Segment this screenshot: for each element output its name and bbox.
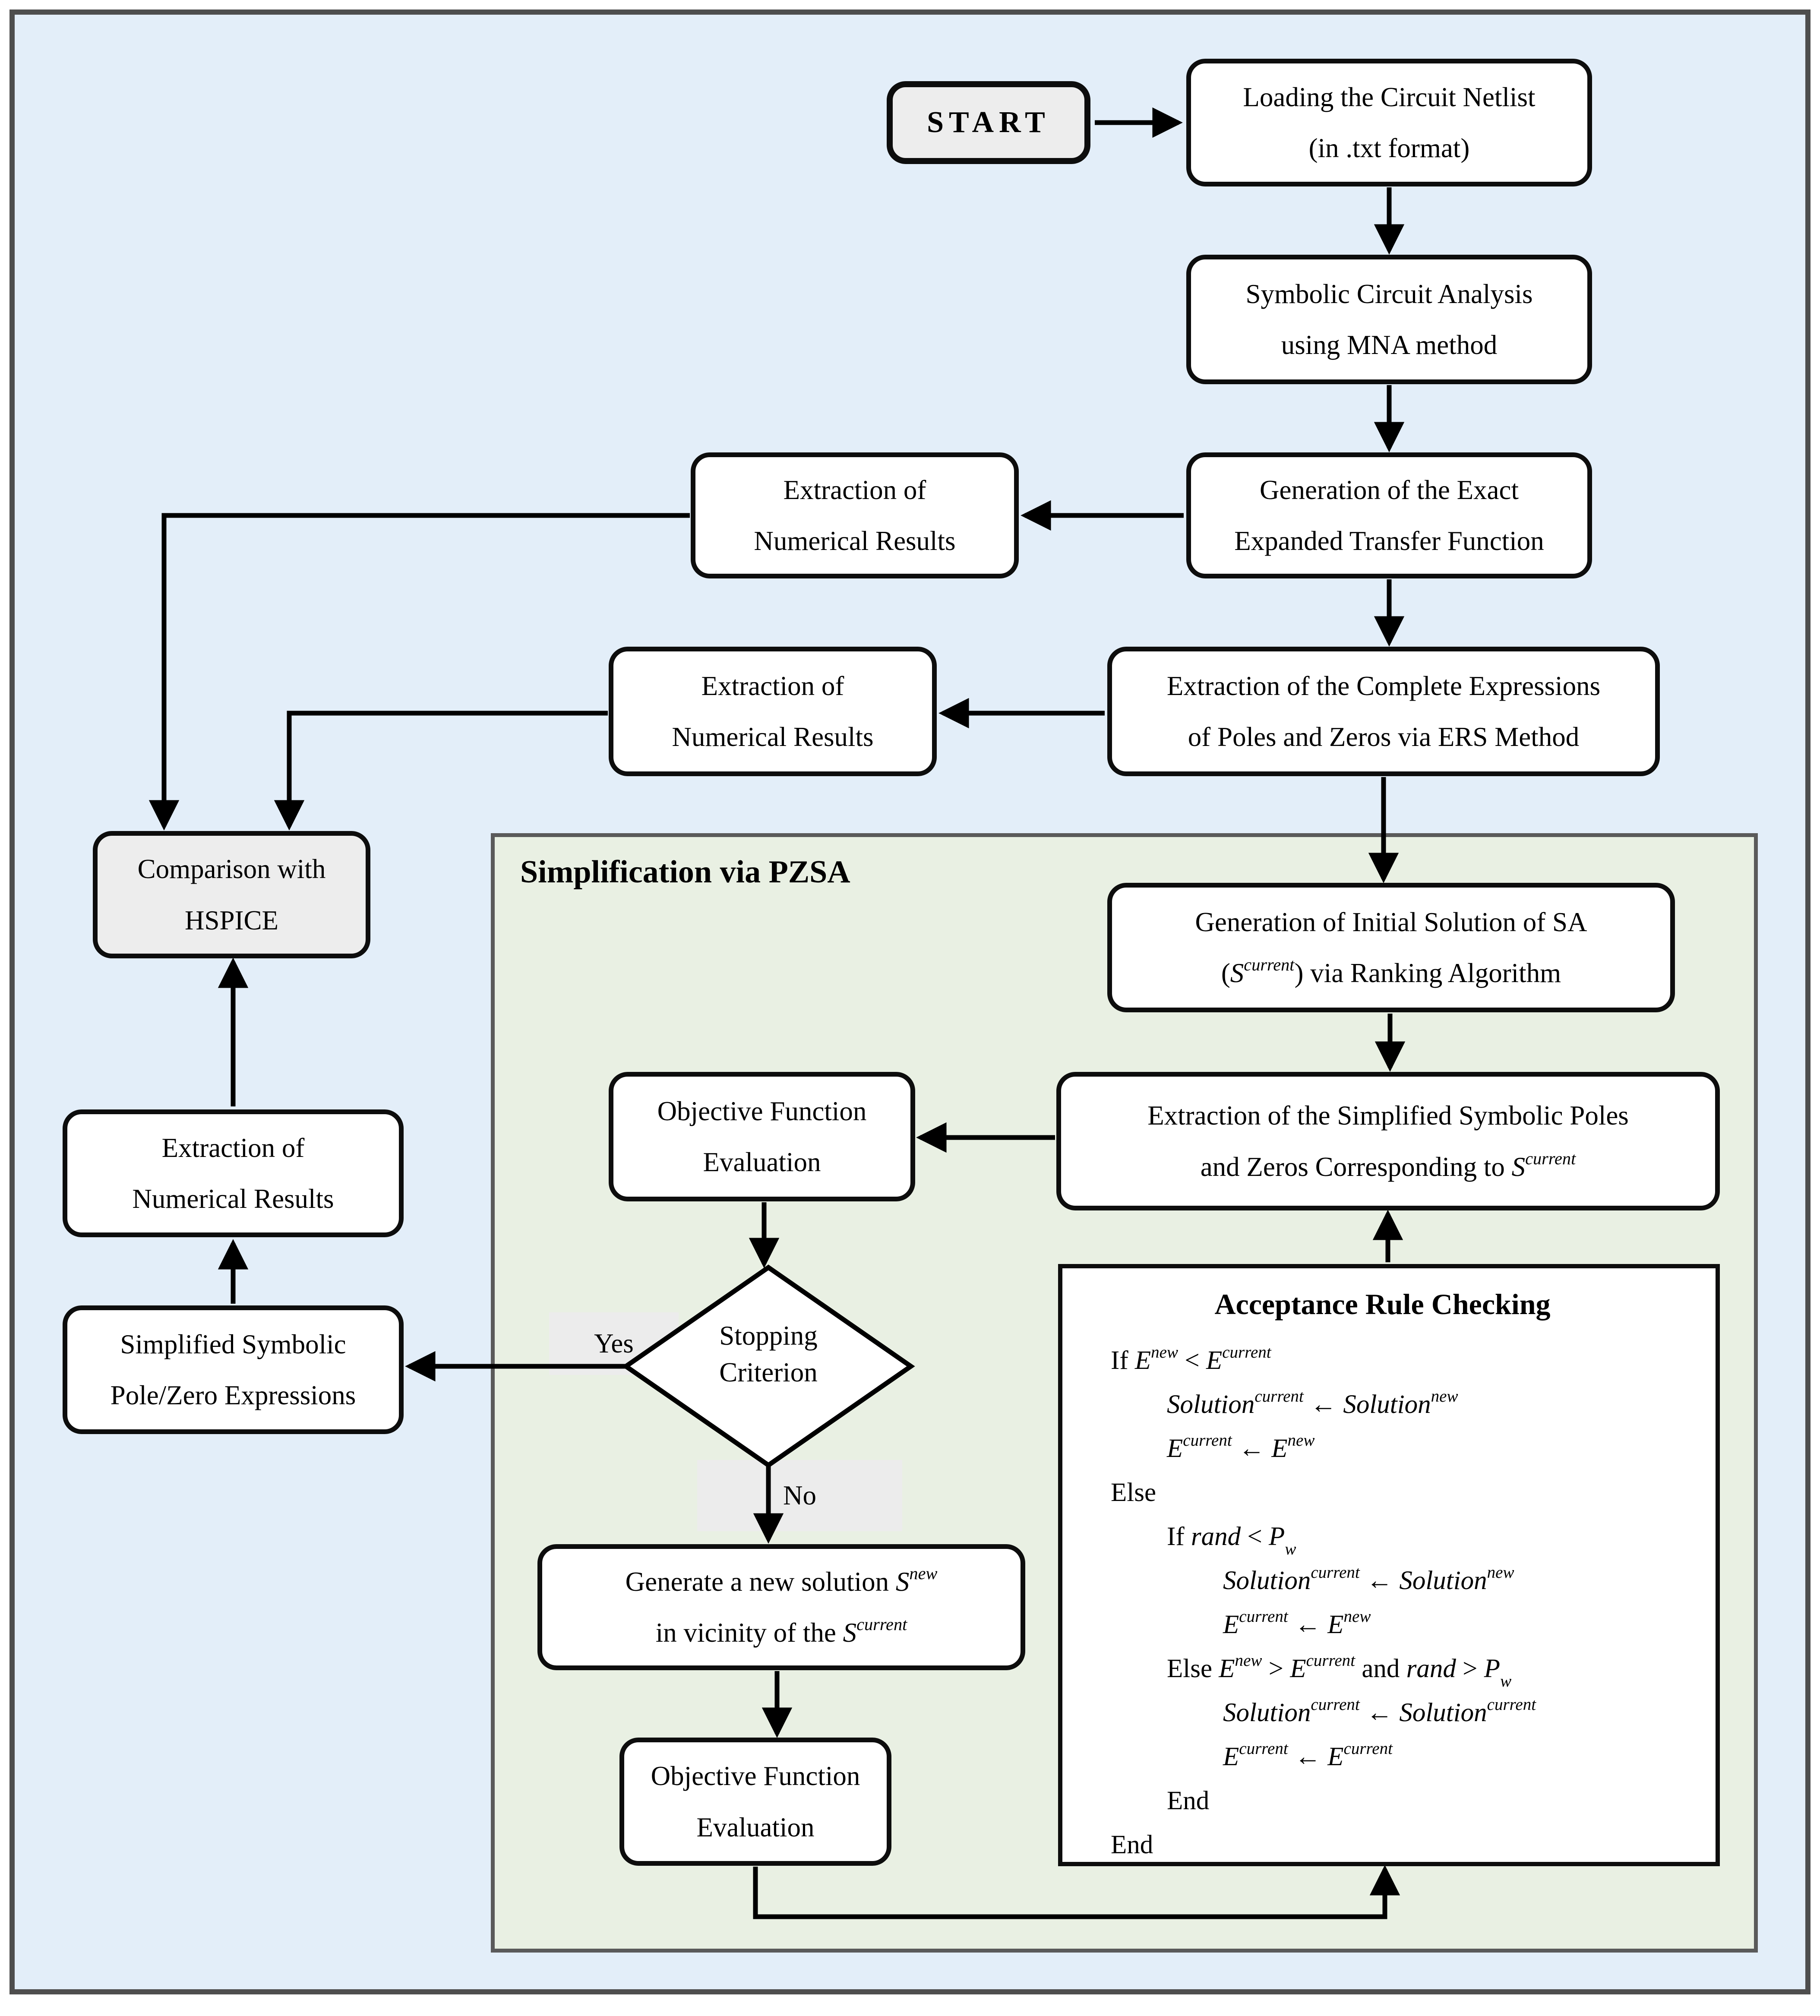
node-extraction-numerical-2: Extraction of Numerical Results xyxy=(609,647,937,776)
node-extract-simplified-poles-zeros: Extraction of the Simplified Symbolic Po… xyxy=(1056,1072,1720,1210)
node-initial-solution-sa: Generation of Initial Solution of SA (Sc… xyxy=(1107,883,1675,1012)
node-line: Numerical Results xyxy=(132,1184,334,1214)
node-acceptance-rule-checking: Acceptance Rule Checking If Enew < Ecurr… xyxy=(1058,1264,1720,1866)
acceptance-code-line: Solutioncurrent ← Solutionnew xyxy=(1167,1387,1458,1419)
yes-label-text: Yes xyxy=(594,1328,634,1359)
acceptance-code-line: End xyxy=(1167,1786,1210,1816)
node-line: Expanded Transfer Function xyxy=(1234,526,1544,556)
acceptance-code-line: End xyxy=(1111,1830,1153,1860)
node-line: Objective Function xyxy=(657,1096,867,1126)
acceptance-code-line: Ecurrent ← Enew xyxy=(1167,1431,1315,1463)
no-label-text: No xyxy=(783,1480,816,1510)
node-line: Extraction of xyxy=(701,670,844,701)
acceptance-code-line: Else xyxy=(1111,1478,1156,1507)
node-line: Numerical Results xyxy=(754,526,956,556)
node-line: using MNA method xyxy=(1281,330,1498,360)
node-line: HSPICE xyxy=(184,905,279,935)
node-extraction-numerical-3: Extraction of Numerical Results xyxy=(63,1109,404,1237)
node-line: Comparison with xyxy=(137,854,326,885)
node-line: Loading the Circuit Netlist xyxy=(1243,82,1536,112)
node-line: Extraction of the Complete Expressions xyxy=(1166,670,1601,701)
acceptance-code-line: If rand < Pw xyxy=(1167,1522,1296,1559)
node-line: Objective Function xyxy=(651,1761,860,1792)
node-line: Generate a new solution Snew xyxy=(625,1564,938,1597)
acceptance-title: Acceptance Rule Checking xyxy=(1214,1288,1551,1321)
node-objective-function-2: Objective Function Evaluation xyxy=(619,1738,891,1866)
node-line: Extraction of the Simplified Symbolic Po… xyxy=(1147,1100,1629,1131)
node-extraction-numerical-1: Extraction of Numerical Results xyxy=(691,452,1019,578)
node-comparison-hspice: Comparison with HSPICE xyxy=(93,831,370,958)
node-line: Extraction of xyxy=(161,1132,305,1163)
stopping-criterion-label: Stopping Criterion xyxy=(673,1318,863,1391)
node-ers-extraction: Extraction of the Complete Expressions o… xyxy=(1107,647,1660,776)
acceptance-code-line: Solutioncurrent ← Solutioncurrent xyxy=(1223,1695,1536,1728)
node-line: Stopping xyxy=(719,1321,818,1351)
node-line: (in .txt format) xyxy=(1308,133,1470,163)
node-line: Extraction of xyxy=(783,474,926,505)
no-branch-label: No xyxy=(697,1460,902,1531)
node-symbolic-analysis: Symbolic Circuit Analysis using MNA meth… xyxy=(1186,255,1592,384)
node-line: of Poles and Zeros via ERS Method xyxy=(1188,722,1580,752)
acceptance-code-line: Else Enew > Ecurrent and rand > Pw xyxy=(1167,1651,1512,1691)
arrow-ofe2-to-acceptance xyxy=(753,1865,1400,1919)
pzsa-region-title: Simplification via PZSA xyxy=(520,854,850,890)
node-line: Pole/Zero Expressions xyxy=(110,1380,356,1410)
node-loading-netlist: Loading the Circuit Netlist (in .txt for… xyxy=(1186,59,1592,186)
acceptance-code-line: Ecurrent ← Enew xyxy=(1223,1607,1371,1640)
node-simplified-expressions: Simplified Symbolic Pole/Zero Expression… xyxy=(63,1305,404,1434)
acceptance-code-line: If Enew < Ecurrent xyxy=(1111,1343,1271,1375)
acceptance-code-line: Ecurrent ← Ecurrent xyxy=(1223,1739,1393,1772)
node-start: START xyxy=(887,81,1090,164)
node-line: Criterion xyxy=(719,1357,818,1388)
node-line: Numerical Results xyxy=(672,722,874,752)
start-label: START xyxy=(927,106,1050,139)
node-line: Simplified Symbolic xyxy=(120,1329,346,1359)
arrow-extraction1-to-hspice xyxy=(149,513,690,831)
acceptance-code-line: Solutioncurrent ← Solutionnew xyxy=(1223,1563,1514,1596)
node-generate-new-solution: Generate a new solution Snew in vicinity… xyxy=(537,1544,1025,1670)
node-line: Generation of Initial Solution of SA xyxy=(1195,907,1587,937)
node-line: and Zeros Corresponding to Scurrent xyxy=(1200,1148,1576,1182)
node-generation-transfer-function: Generation of the Exact Expanded Transfe… xyxy=(1186,452,1592,578)
stopping-criterion-diamond xyxy=(622,1264,915,1468)
node-line: in vicinity of the Scurrent xyxy=(655,1615,907,1648)
node-line: Evaluation xyxy=(703,1147,821,1177)
node-line: Generation of the Exact xyxy=(1260,474,1519,505)
node-line: Evaluation xyxy=(696,1812,815,1842)
arrow-extraction2-to-hspice xyxy=(274,711,608,831)
node-line: (Scurrent) via Ranking Algorithm xyxy=(1221,955,1561,988)
node-line: Symbolic Circuit Analysis xyxy=(1245,278,1533,309)
node-objective-function-1: Objective Function Evaluation xyxy=(609,1072,915,1201)
